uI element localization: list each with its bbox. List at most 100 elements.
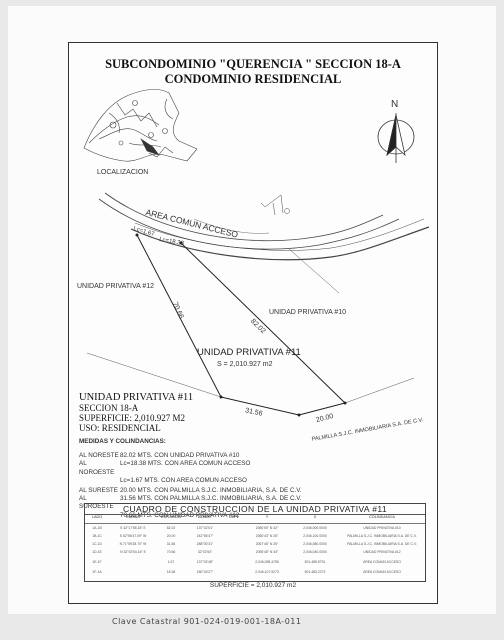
boundary-dir: AL NORESTE: [79, 452, 119, 460]
boundary-text: 82.02 MTS. CON UNIDAD PRIVATIVA #10: [120, 452, 240, 460]
header-cell: COLINDANCIA: [369, 515, 395, 519]
table-cell: 2,046,000.0000: [303, 526, 327, 530]
table-cell: [225, 570, 243, 574]
boundary-dir: AL SUROESTE: [79, 495, 114, 511]
table-cell: 288°00'31": [196, 542, 214, 546]
table-cell: 1.67: [167, 560, 175, 564]
boundary-dir: AL NOROESTE: [79, 460, 115, 476]
table-cell: 2060'43" N 26": [255, 534, 279, 538]
header-cell: Y: [265, 515, 269, 519]
table-header: LADO RUMBO DISTANCIA AZIMUT DEFL Y X COL…: [85, 515, 425, 524]
table-row: 1E-1F 1.67 137°02'48" 2,046,098.4755 501,485…: [85, 560, 425, 564]
table-cell: N 32°02'54.16" E: [120, 550, 146, 554]
construction-table: CUADRO DE CONSTRUCCION DE LA UNIDAD PRIV…: [84, 503, 426, 582]
localization-label: LOCALIZACION: [97, 169, 149, 176]
table-cell: 2080'50" N 42": [255, 526, 279, 530]
table-cell: 18.38: [166, 570, 176, 574]
header-cell: AZIMUT: [197, 515, 213, 519]
table-cell: 242°56'47": [196, 534, 214, 538]
table-cell: 2,046,080.0000: [303, 542, 327, 546]
boundary-row: Lc=1.67 MTS. CON AREA COMUN ACCESO: [79, 477, 302, 485]
boundary-text: 31.56 MTS. CON PALMILLA S.J.C. INMOBILIA…: [120, 495, 302, 503]
table-cell: UNIDAD PRIVATIVA #10: [363, 526, 401, 530]
table-cell: 2,046,098.4755: [255, 560, 279, 564]
table-row: 1C-1D N 71°59'28.70" W 31.56 288°00'31" 2067…: [85, 542, 425, 546]
table-cell: 70.66: [166, 550, 176, 554]
neighbor-lines: [86, 248, 415, 404]
table-cell: 1E-1F: [92, 560, 102, 564]
table-cell: 137°42'01": [196, 526, 214, 530]
boundary-row: 70.66 MTS. CON UNIDAD PRIVATIVA #12: [79, 512, 302, 520]
table-cell: [225, 534, 243, 538]
boundaries-title: MEDIDAS Y COLINDANCIAS:: [79, 438, 166, 445]
table-row: 1B-1C S 62°56'47.09" W 20.00 242°56'47" 2060…: [85, 534, 425, 538]
cul-de-sac: [260, 194, 290, 216]
table-cell: [225, 560, 243, 564]
table-cell: [225, 542, 243, 546]
north-arrow: [377, 113, 415, 163]
boundary-text: Lc=1.67 MTS. CON AREA COMUN ACCESO: [120, 476, 247, 484]
table-row: 1D-1E N 32°02'54.16" E 70.66 32°02'54" 2055'…: [85, 550, 425, 554]
table-cell: 137°02'48": [196, 560, 214, 564]
surface-plan-label: S = 2,010.927 m2: [217, 361, 273, 368]
table-cell: [109, 560, 157, 564]
table-cell: 2,046,100.0000: [303, 534, 327, 538]
table-cell: UNIDAD PRIVATIVA #12: [363, 550, 401, 554]
title-line-2: CONDOMINIO RESIDENCIAL: [164, 72, 342, 86]
table-cell: 1F-1A: [92, 570, 102, 574]
handwritten-cadastral-key: Clave Catastral 901-024-019-001-18A-011: [112, 617, 302, 626]
boundary-dir: [79, 477, 120, 485]
table-cell: 1D-1E: [92, 550, 102, 554]
up10-label: UNIDAD PRIVATIVA #10: [269, 309, 347, 316]
table-cell: 2,046,040.0000: [303, 550, 327, 554]
unit-info: UNIDAD PRIVATIVA #11 SECCION 18-A SUPERF…: [79, 392, 194, 433]
info-line-1: UNIDAD PRIVATIVA #11: [79, 392, 194, 403]
info-line-2: SECCION 18-A: [79, 403, 139, 413]
table-cell: 20.00: [166, 534, 176, 538]
table-cell: N 71°59'28.70" W: [119, 542, 147, 546]
table-row: 1A-1B S 42°17'58.18" E 82.02 137°42'01" 2080…: [85, 526, 425, 530]
table-cell: 501,485.9791: [304, 560, 326, 564]
boundary-row: AL SUROESTE 31.56 MTS. CON PALMILLA S.J.C…: [79, 495, 302, 511]
title-line-1: SUBCONDOMINIO "QUERENCIA " SECCION 18-A: [105, 57, 401, 71]
info-line-3: SUPERFICIE: 2,010.927 M2: [79, 413, 186, 423]
table-cell: [225, 526, 243, 530]
table-cell: 31.56: [166, 542, 176, 546]
boundary-text: 20.00 MTS. CON PALMILLA S.J.C. INMOBILIA…: [120, 487, 302, 495]
table-cell: PALMILLA S.J.C. INMOBILIARIA S.A. DE C.V…: [347, 542, 417, 546]
up12-label: UNIDAD PRIVATIVA #12: [77, 283, 155, 290]
boundary-dir: AL SURESTE: [79, 487, 118, 495]
up11-plan-label: UNIDAD PRIVATIVA #11: [197, 347, 301, 358]
table-cell: S 42°17'58.18" E: [120, 526, 146, 530]
table-cell: [225, 550, 243, 554]
lot-boundaries: [136, 234, 346, 416]
table-cell: 1A-1B: [92, 526, 102, 530]
boundary-text: 70.66 MTS. CON UNIDAD PRIVATIVA #12: [120, 511, 240, 519]
table-cell: 180°43'27": [196, 570, 214, 574]
plan-frame: SUBCONDOMINIO "QUERENCIA " SECCION 18-A …: [68, 42, 438, 604]
table-cell: S 62°56'47.09" W: [119, 534, 147, 538]
table-cell: PALMILLA S.J.C. INMOBILIARIA S.A. DE C.V…: [347, 534, 417, 538]
table-cell: 82.02: [166, 526, 176, 530]
north-label: N: [391, 99, 399, 110]
header-cell: LADO: [91, 515, 103, 519]
info-line-4: USO: RESIDENCIAL: [79, 423, 161, 433]
access-road: [98, 192, 430, 261]
boundary-row: AL NOROESTE Lc=18.38 MTS. CON AREA COMUN …: [79, 460, 302, 476]
table-cell: 32°02'54": [197, 550, 213, 554]
location-map: [83, 89, 198, 162]
table-cell: 2055'45" N 34": [255, 550, 279, 554]
boundary-text: Lc=18.38 MTS. CON AREA COMUN ACCESO: [120, 460, 251, 468]
table-cell: [109, 570, 157, 574]
table-cell: 2067'46" N 26": [255, 542, 279, 546]
header-cell: RUMBO: [125, 515, 141, 519]
table-cell: AREA COMUN ACCESO: [363, 570, 401, 574]
table-cell: 1C-1D: [92, 542, 102, 546]
table-cell: 501,483.2273: [304, 570, 326, 574]
table-cell: 1B-1C: [92, 534, 102, 538]
header-cell: DISTANCIA: [161, 515, 181, 519]
